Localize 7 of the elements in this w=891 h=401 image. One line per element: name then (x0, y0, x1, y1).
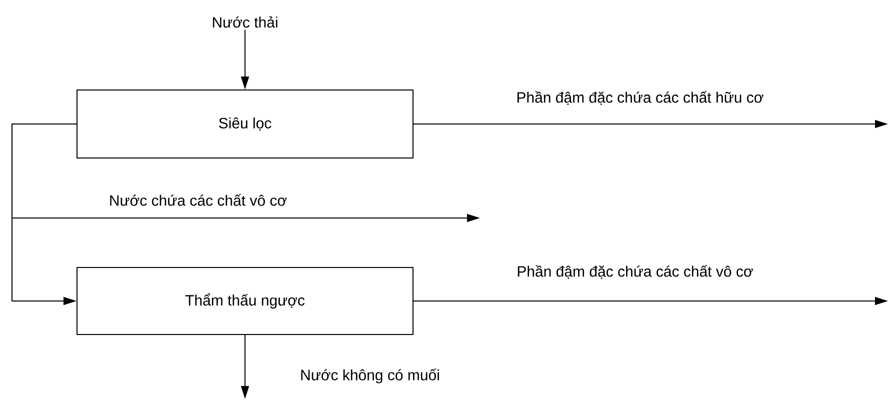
process-box: Thẩm thấu ngược (76, 267, 414, 335)
edge-label: Nước chứa các chất vô cơ (110, 194, 287, 206)
process-box: Siêu lọc (76, 90, 414, 158)
edge-label: Phần đậm đặc chứa các chất vô cơ (518, 265, 753, 279)
edge-label: Phần đậm đặc chứa các chất hữu cơ (517, 91, 764, 105)
edge-label: Nước không có muối (301, 368, 439, 384)
input-label: Nước thải (212, 16, 278, 28)
